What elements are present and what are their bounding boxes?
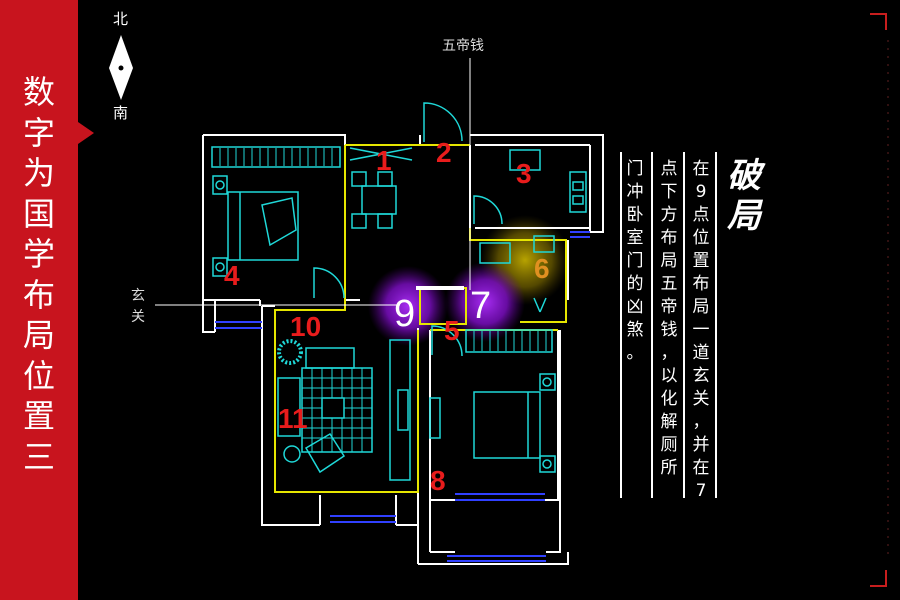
room-number-1: 1 bbox=[376, 145, 392, 176]
frame-corners bbox=[870, 13, 887, 587]
note-char: 点 bbox=[692, 205, 710, 225]
note-char: 以 bbox=[660, 366, 678, 386]
note-divider-1 bbox=[715, 152, 717, 498]
yellow-zones bbox=[274, 144, 567, 493]
sidebar-title-char: 字 bbox=[22, 113, 55, 152]
sidebar-title-char: 布 bbox=[22, 275, 55, 314]
note-char: 下 bbox=[660, 182, 678, 202]
note-char: 在 bbox=[692, 159, 710, 179]
compass-icon bbox=[109, 35, 133, 100]
note-char: 在 bbox=[692, 458, 710, 478]
room-number-3: 3 bbox=[516, 158, 532, 189]
note-divider-4 bbox=[620, 152, 622, 498]
label-wudi: 五帝钱 bbox=[442, 38, 484, 54]
sidebar: 数字为国学布局位置三 bbox=[0, 0, 78, 600]
note-column-2: 点下方布局五帝钱 ， 以化解厕所 bbox=[654, 158, 684, 480]
room-number-6: 6 bbox=[534, 253, 550, 284]
note-title: 破局 bbox=[722, 156, 766, 236]
note-char: 。 bbox=[626, 343, 644, 363]
note-divider-2 bbox=[683, 152, 685, 498]
note-char: 室 bbox=[626, 228, 644, 248]
furniture bbox=[211, 102, 587, 481]
note-char: 五 bbox=[660, 274, 678, 294]
note-char: 局 bbox=[660, 251, 678, 271]
note-char: 位 bbox=[692, 228, 710, 248]
plant-icon bbox=[277, 339, 303, 365]
room-number-4: 4 bbox=[224, 260, 240, 291]
sidebar-title-char: 位 bbox=[22, 356, 55, 395]
sidebar-title-char: 三 bbox=[22, 437, 55, 476]
note-char: 玄 bbox=[692, 366, 710, 386]
sidebar-title-char: 数 bbox=[22, 73, 55, 111]
compass-south-label: 南 bbox=[113, 104, 129, 122]
note-char: 所 bbox=[660, 458, 678, 478]
note-char: ， bbox=[660, 343, 678, 363]
note-char: 钱 bbox=[660, 320, 678, 340]
sidebar-title-char: 置 bbox=[22, 397, 55, 435]
note-title-char: 局 bbox=[727, 196, 761, 236]
sidebar-title-char: 学 bbox=[22, 235, 55, 273]
note-column-3: 门冲卧室门的凶煞。 bbox=[620, 158, 650, 365]
room-number-2: 2 bbox=[436, 137, 452, 168]
note-char: 并 bbox=[692, 435, 710, 455]
sidebar-title: 数字为国学布局位置三 bbox=[0, 72, 78, 477]
note-char: 一 bbox=[692, 320, 710, 340]
note-char: 解 bbox=[660, 412, 678, 432]
partition bbox=[416, 286, 464, 290]
label-xuanguan: 玄关 bbox=[131, 288, 145, 325]
note-char: 点 bbox=[660, 159, 678, 179]
note-char: 9 bbox=[695, 182, 707, 202]
note-char: 布 bbox=[692, 274, 710, 294]
sidebar-title-char: 为 bbox=[22, 154, 55, 192]
note-char: 7 bbox=[695, 481, 707, 501]
sidebar-arrow bbox=[78, 122, 94, 144]
note-char: 化 bbox=[660, 389, 678, 409]
note-char: 冲 bbox=[626, 182, 644, 202]
room-number-7: 7 bbox=[470, 285, 491, 327]
note-char: 厕 bbox=[660, 435, 678, 455]
note-char: 卧 bbox=[626, 205, 644, 225]
note-char: 关 bbox=[692, 389, 710, 409]
sidebar-title-char: 局 bbox=[22, 316, 55, 354]
note-char: 门 bbox=[626, 251, 644, 271]
note-char: 置 bbox=[692, 251, 710, 271]
room-number-5: 5 bbox=[444, 315, 460, 346]
note-char: 的 bbox=[626, 274, 644, 294]
sidebar-title-char: 国 bbox=[22, 194, 55, 233]
note-char: 布 bbox=[660, 228, 678, 248]
note-char: 凶 bbox=[626, 297, 644, 317]
note-char: 门 bbox=[626, 159, 644, 179]
room-number-11: 11 bbox=[278, 403, 308, 434]
room-number-10: 10 bbox=[290, 311, 321, 342]
note-char: 方 bbox=[660, 205, 678, 225]
note-char: 局 bbox=[692, 297, 710, 317]
compass-north-label: 北 bbox=[113, 10, 129, 28]
note-char: 道 bbox=[692, 343, 710, 363]
note-title-char: 破 bbox=[727, 156, 761, 196]
note-char: 煞 bbox=[626, 320, 644, 340]
room-number-8: 8 bbox=[430, 465, 446, 496]
note-char: ， bbox=[692, 412, 710, 432]
note-divider-3 bbox=[651, 152, 653, 498]
room-number-9: 9 bbox=[394, 293, 415, 335]
balconies bbox=[215, 231, 590, 562]
note-char: 帝 bbox=[660, 297, 678, 317]
